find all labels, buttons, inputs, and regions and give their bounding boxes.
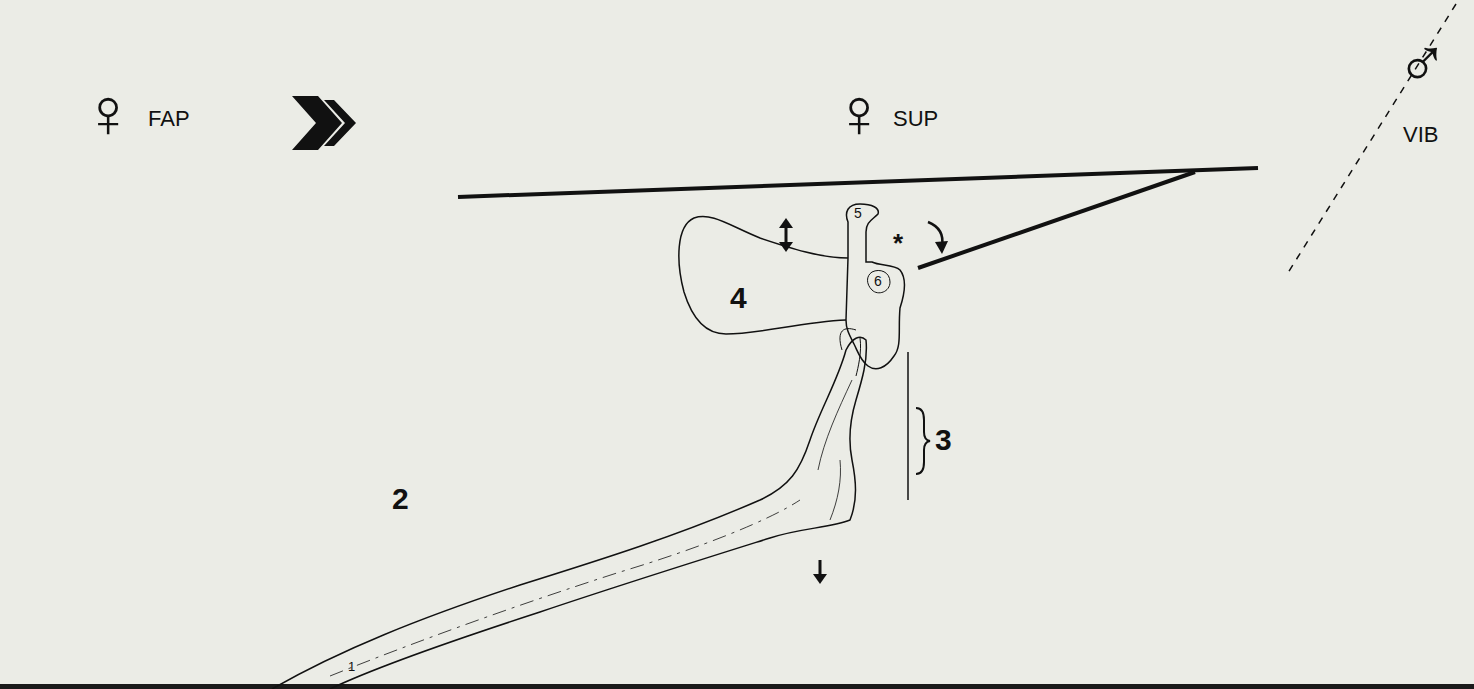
motion-arrow (935, 241, 948, 254)
sex-symbol: ♀ (82, 78, 135, 148)
chevron (324, 100, 356, 146)
callout-number: 6 (874, 274, 882, 288)
callout-number: 4 (730, 283, 747, 313)
substrate-line (918, 172, 1195, 268)
bracket (916, 408, 930, 474)
stage-label: SUP (893, 108, 938, 130)
callout-number: 1 (348, 660, 355, 673)
dashed-divider (1286, 4, 1456, 276)
joint-outline (846, 204, 905, 369)
motion-arrow (785, 226, 788, 244)
callout-number: 2 (392, 484, 409, 514)
sex-symbol: ♂ (1396, 28, 1449, 98)
callout-number: 3 (935, 425, 952, 455)
leg-detail (840, 329, 861, 376)
joint-outline (868, 270, 891, 292)
stage-label: VIB (1403, 124, 1438, 146)
leg-outline (272, 337, 866, 689)
stage-label: FAP (148, 108, 190, 130)
leg-detail (330, 500, 800, 676)
leg-detail (818, 380, 852, 520)
bracket (907, 352, 909, 500)
motion-arrow (813, 574, 827, 584)
motion-arrow (779, 218, 793, 228)
asterisk-mark: * (893, 230, 903, 256)
membrane-outline (679, 217, 848, 334)
ground-bar (0, 684, 1474, 689)
callout-number: 5 (854, 206, 862, 220)
sex-symbol: ♀ (833, 78, 886, 148)
